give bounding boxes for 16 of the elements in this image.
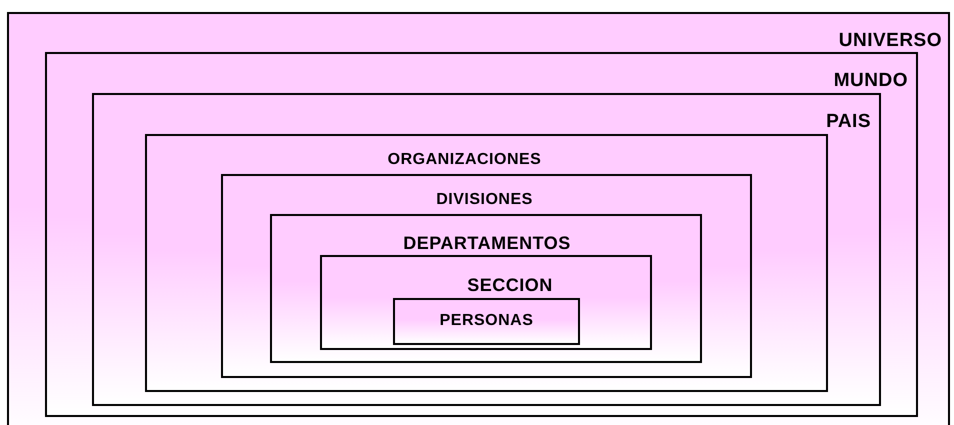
nested-box <box>221 174 752 378</box>
nested-box <box>45 52 918 417</box>
box-label: MUNDO <box>834 71 908 90</box>
nested-box <box>7 12 950 425</box>
box-label: UNIVERSO <box>838 31 942 50</box>
box-label: SECCION <box>467 276 553 294</box>
box-label: PAIS <box>826 112 871 131</box>
nested-box <box>270 214 702 363</box>
nested-box <box>145 134 828 392</box>
box-label: ORGANIZACIONES <box>388 152 542 168</box>
nested-box <box>393 298 580 345</box>
nested-box <box>320 255 652 350</box>
box-label: PERSONAS <box>440 313 534 329</box>
nested-box <box>92 93 881 406</box>
box-label: DIVISIONES <box>436 192 533 208</box>
box-label: DEPARTAMENTOS <box>403 234 571 252</box>
